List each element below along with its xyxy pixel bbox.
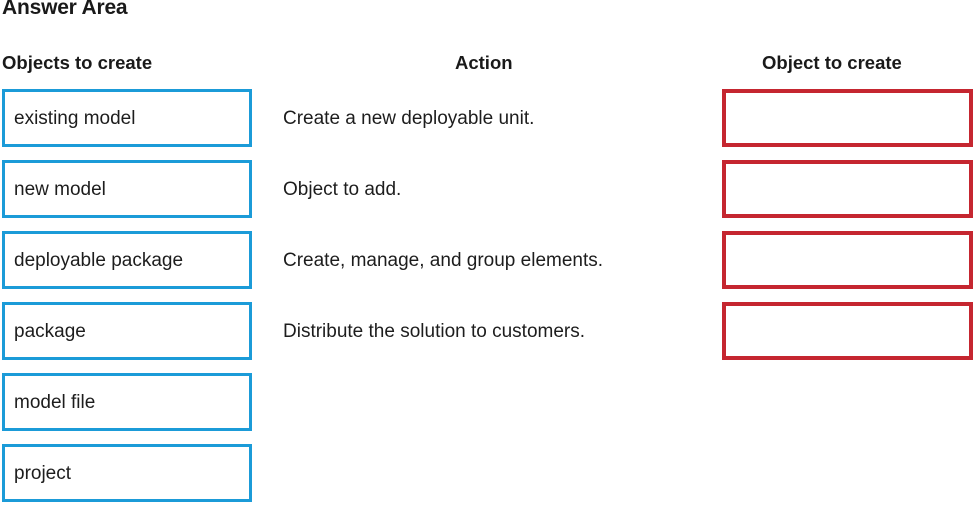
action-row: Object to add.	[283, 160, 713, 218]
answer-area-stage: Answer Area Objects to create Action Obj…	[2, 0, 973, 502]
source-item[interactable]: existing model	[2, 89, 252, 147]
answer-drop-target[interactable]	[722, 231, 973, 289]
source-item-label: model file	[14, 391, 96, 413]
source-item-label: existing model	[14, 107, 136, 129]
source-item-label: deployable package	[14, 249, 184, 271]
action-label: Create a new deployable unit.	[283, 107, 535, 129]
action-row: Distribute the solution to customers.	[283, 302, 713, 360]
source-item[interactable]: deployable package	[2, 231, 252, 289]
page-title: Answer Area	[2, 0, 128, 19]
source-item[interactable]: project	[2, 444, 252, 502]
action-label: Create, manage, and group elements.	[283, 249, 604, 271]
action-label: Distribute the solution to customers.	[283, 320, 586, 342]
action-row: Create, manage, and group elements.	[283, 231, 713, 289]
source-item[interactable]: new model	[2, 160, 252, 218]
action-list: Create a new deployable unit. Object to …	[283, 89, 713, 373]
answer-drop-target[interactable]	[722, 302, 973, 360]
answer-drop-target[interactable]	[722, 160, 973, 218]
source-item-label: new model	[14, 178, 106, 200]
action-row: Create a new deployable unit.	[283, 89, 713, 147]
column-header-action: Action	[455, 52, 513, 73]
action-label: Object to add.	[283, 178, 402, 200]
source-item[interactable]: package	[2, 302, 252, 360]
source-item[interactable]: model file	[2, 373, 252, 431]
answer-drop-list	[722, 89, 973, 373]
source-object-list: existing model new model deployable pack…	[2, 89, 252, 515]
answer-drop-target[interactable]	[722, 89, 973, 147]
column-header-objects-to-create: Objects to create	[2, 52, 153, 73]
source-item-label: package	[14, 320, 86, 342]
source-item-label: project	[14, 462, 72, 484]
column-header-object-to-create: Object to create	[762, 52, 902, 73]
